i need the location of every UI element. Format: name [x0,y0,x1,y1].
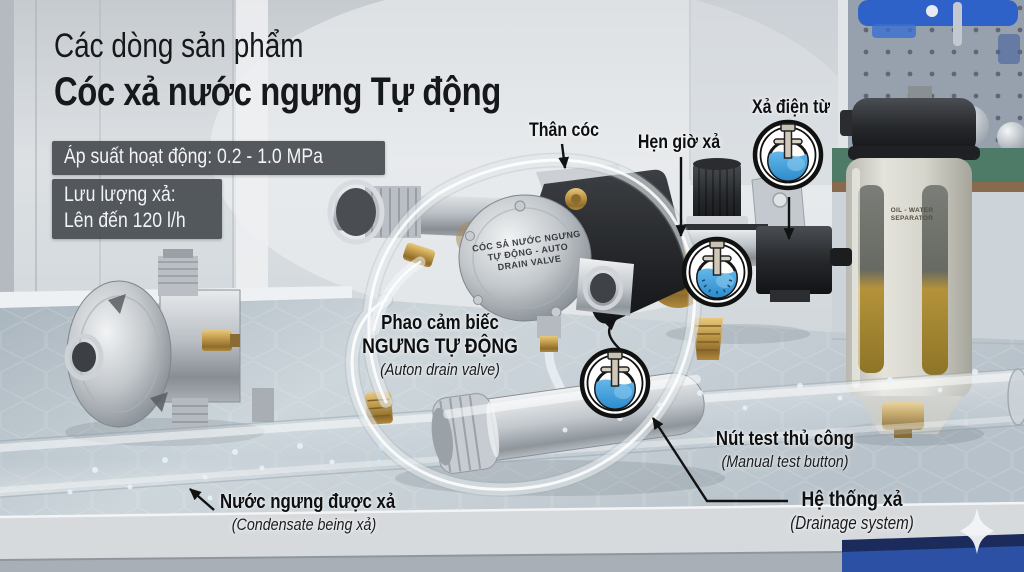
float-sensor-line3: (Auton drain valve) [380,360,500,379]
title-line2: Cóc xả nước ngưng Tự động [54,70,501,114]
flow-line1: Lưu lượng xả: [64,183,176,206]
pressure-badge: Áp suất hoạt động: 0.2 - 1.0 MPa [52,141,386,175]
page-title: Các dòng sản phẩm Cóc xả nước ngưng Tự đ… [54,24,501,116]
callout-solenoid: Xả điện từ [724,97,858,119]
clear-coil-tube [344,152,703,497]
separator-label-line2: SEPARATOR [890,215,934,222]
pressure-badge-text: Áp suất hoạt động: 0.2 - 1.0 MPa [64,145,323,168]
condensate-line2: (Condensate being xả) [231,515,377,534]
condensate-line1: Nước ngưng được xả [220,491,396,513]
water-level-icon-drain [582,350,648,416]
float-sensor-line1: Phao cảm biếc [381,312,499,334]
float-sensor-line2: NGƯNG TỰ ĐỘNG [362,335,518,358]
arrow-drain-icon [604,318,623,352]
callout-drainage: Hệ thống xả (Drainage system) [768,488,936,534]
arrow-condensate [189,488,215,511]
brass-nozzle [202,330,240,351]
separator-label: OIL - WATER SEPARATOR [884,207,940,223]
sparkle-icon [960,508,994,554]
callout-solenoid-text: Xả điện từ [751,97,831,118]
callout-timer-text: Hẹn giờ xả [637,132,721,153]
flow-line2: Lên đến 120 l/h [64,209,186,232]
title-line1: Các dòng sản phẩm [54,27,304,65]
flow-badge: Lưu lượng xả: Lên đến 120 l/h [52,179,222,239]
flow-badge-text: Lưu lượng xả: Lên đến 120 l/h [64,182,186,234]
water-droplets [67,369,978,501]
sight-window-left [858,185,884,373]
callout-valve-body: Thân cóc [505,120,623,142]
water-level-icon-timer [684,239,750,305]
drainage-line1: Hệ thống xả [801,488,903,511]
callout-lines [189,143,795,511]
blue-cabinet [842,546,1024,572]
callout-valve-body-text: Thân cóc [528,120,600,141]
callout-condensate: Nước ngưng được xả (Condensate being xả) [220,490,396,535]
drainage-line2: (Drainage system) [790,513,914,533]
left-drain-valve [64,249,274,432]
callout-timer: Hẹn giờ xả [620,132,738,154]
separator-label-line1: OIL - WATER [890,207,934,214]
blue-tools-icon [858,0,1020,64]
water-level-icon-solenoid [755,122,821,188]
manual-test-line1: Nút test thủ công [715,428,855,450]
callout-manual-test: Nút test thủ công (Manual test button) [701,427,869,472]
line-drainage [651,417,788,503]
valve-dome-face [458,194,592,322]
callout-float-sensor: Phao cảm biếc NGƯNG TỰ ĐỘNG (Auton drain… [356,311,524,380]
solenoid-valve [756,226,852,302]
sight-window-right [922,185,948,375]
manual-test-line2: (Manual test button) [721,452,849,471]
bench-front-edge [0,501,1024,572]
arrow-valve-body [558,143,570,170]
